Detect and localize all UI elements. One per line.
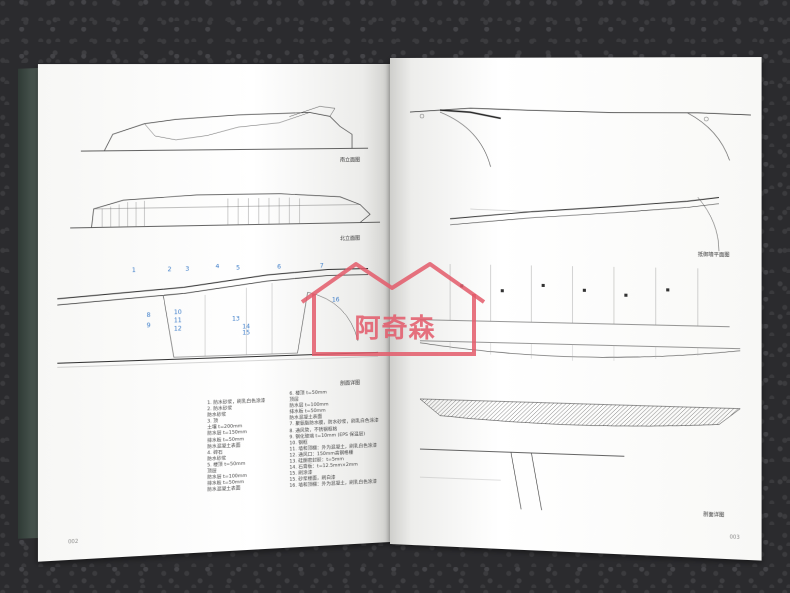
south-elevation-caption: 南立面图 (339, 157, 361, 164)
right-page-number: 003 (729, 534, 740, 542)
section-detail-drawing: 1 2 3 4 5 6 7 8 9 10 11 12 13 14 15 16 (57, 263, 378, 392)
callout-14: 14 (242, 323, 250, 330)
watermark-text: 阿奇森 (354, 314, 436, 344)
callout-15: 15 (242, 329, 250, 336)
legend-col-1: 1. 防水砂浆，刷乳白色涂漆 2. 防水砂浆 防水砂浆 3. 顶 土壤 t=20… (207, 398, 266, 494)
callout-11: 11 (174, 317, 182, 324)
ramp-elevation-drawing (410, 188, 751, 254)
callout-10: 10 (174, 309, 182, 316)
callout-2: 2 (168, 266, 172, 273)
callout-6: 6 (277, 264, 281, 271)
section-detail-caption: 剖面详图 (703, 511, 725, 519)
callout-16: 16 (332, 296, 340, 303)
callout-8: 8 (147, 312, 151, 319)
bridge-hatch-detail (410, 389, 751, 440)
callout-13: 13 (232, 315, 240, 322)
right-page: 抵御墙平面图 (390, 57, 762, 561)
callout-5: 5 (236, 265, 240, 272)
callout-4: 4 (215, 263, 219, 270)
watermark-logo (300, 262, 486, 356)
bridge-plan-drawing (410, 98, 751, 171)
north-elevation-drawing (70, 182, 380, 238)
north-elevation-caption: 北立面图 (339, 235, 361, 243)
left-page-number: 002 (68, 538, 79, 546)
lower-section-drawing (420, 437, 624, 516)
callout-9: 9 (147, 322, 151, 329)
callout-1: 1 (132, 267, 136, 274)
plan-detail-caption: 抵御墙平面图 (697, 251, 730, 259)
left-page: 南立面图 北立面图 (37, 64, 390, 562)
legend-col-2: 6. 楼顶 t=50mm 顶层 防水层 t=100mm 排水板 t=50mm 防… (289, 390, 379, 490)
open-book: 南立面图 北立面图 (18, 57, 768, 562)
callout-7: 7 (320, 263, 324, 270)
section-caption: 剖面详图 (339, 380, 361, 387)
callout-12: 12 (174, 325, 182, 332)
callout-3: 3 (185, 266, 189, 273)
south-elevation-drawing (81, 104, 370, 168)
